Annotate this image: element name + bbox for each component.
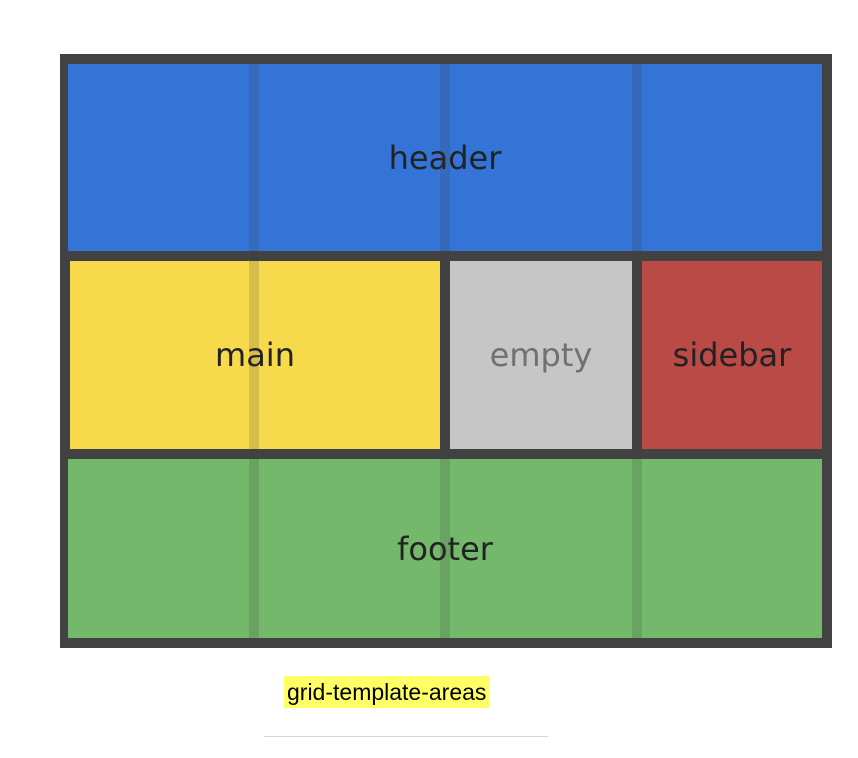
grid-area-header-label: header [388, 138, 502, 177]
grid-area-sidebar: sidebar [642, 261, 822, 449]
grid-area-main-label: main [215, 336, 295, 374]
grid-area-footer-label: footer [397, 529, 493, 568]
grid-area-main: main [70, 261, 440, 449]
grid-area-empty: empty [450, 261, 632, 449]
grid-area-empty-label: empty [489, 336, 593, 374]
grid-area-footer: footer [68, 459, 822, 638]
caption-divider [264, 736, 548, 737]
grid-area-sidebar-label: sidebar [672, 336, 792, 374]
diagram-caption: grid-template-areas [284, 676, 490, 708]
grid-area-header: header [68, 64, 822, 251]
grid-container: header main empty sidebar footer [60, 54, 832, 648]
